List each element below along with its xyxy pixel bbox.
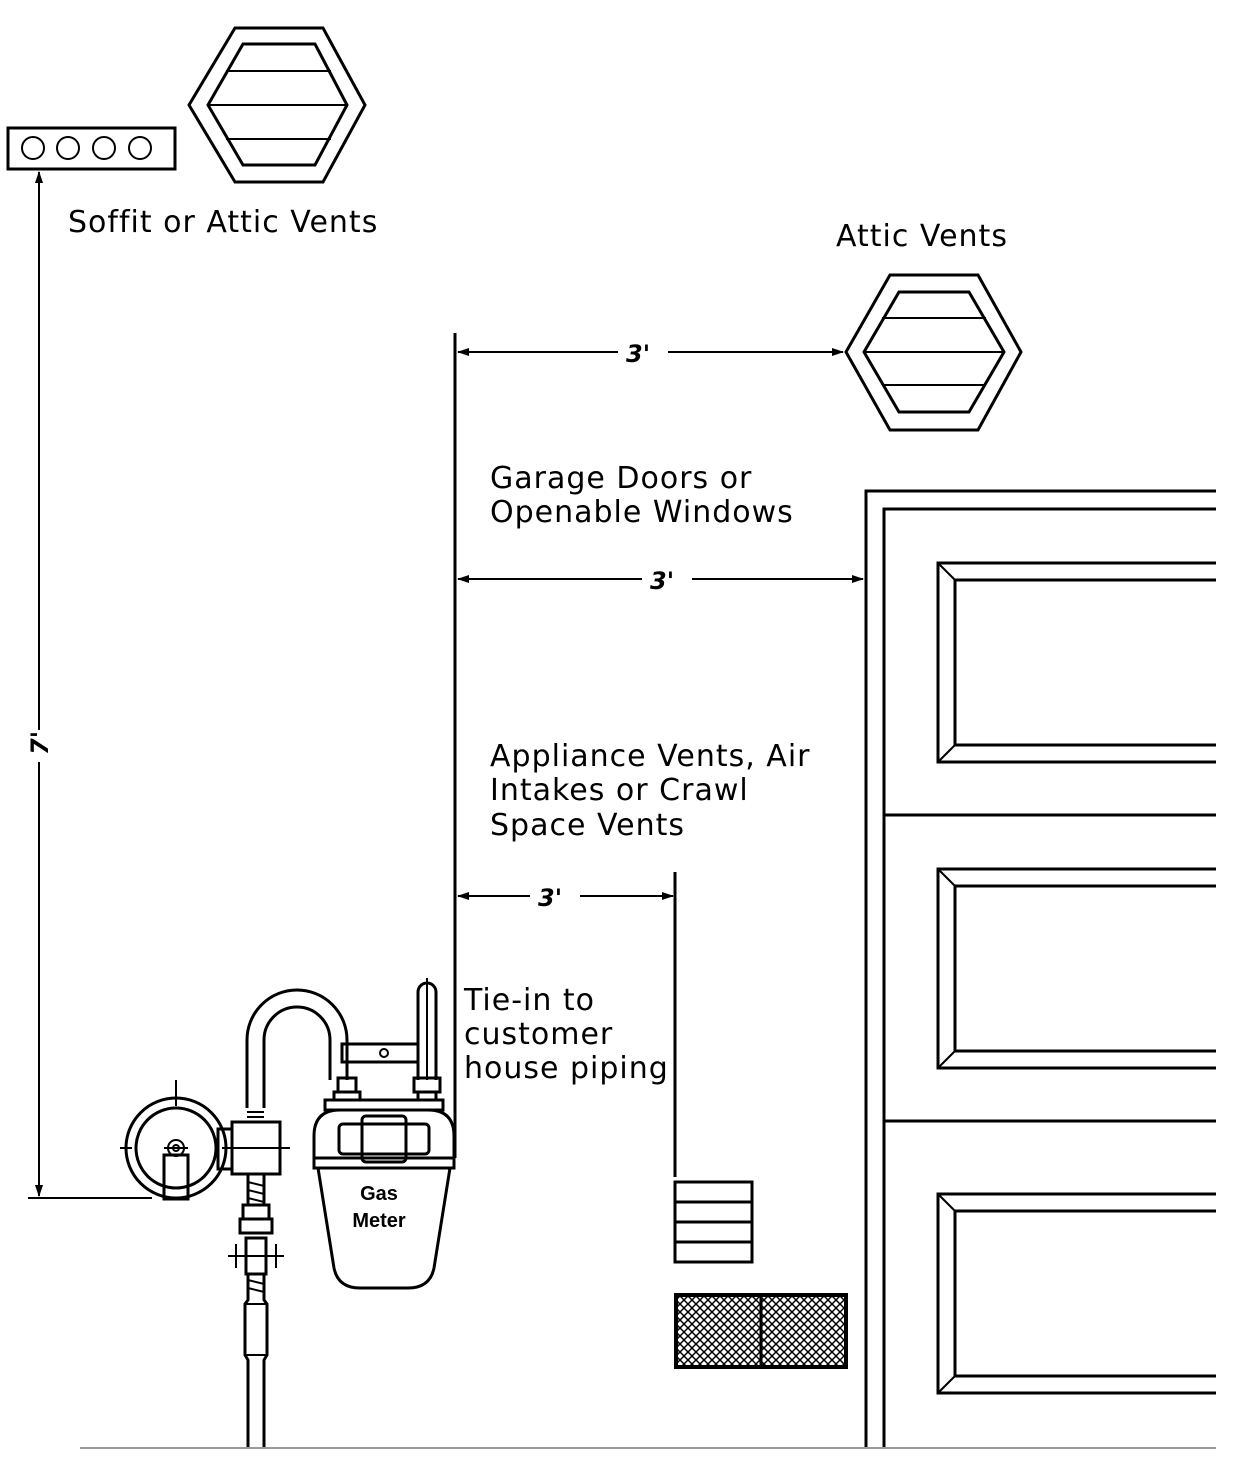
regulator-icon (120, 1080, 234, 1201)
garage-door-dimension-label: 3' (650, 567, 674, 595)
tie-in-label-line3: house piping (464, 1051, 669, 1086)
appliance-vents-label-line2: Intakes or Crawl (490, 773, 749, 808)
appliance-vent-dimension-label: 3' (538, 884, 562, 912)
tie-in-label-line1: Tie-in to (463, 983, 595, 1018)
soffit-vent-icon (6, 126, 177, 171)
garage-doors-label-line1: Garage Doors or (490, 461, 752, 496)
gas-meter-icon: Gas Meter (312, 1098, 456, 1290)
crawl-space-vent-icon (674, 1293, 848, 1369)
attic-vent-icon-upper (187, 26, 367, 184)
gas-meter-label-line2: Meter (352, 1210, 406, 1232)
appliance-vents-label-line3: Space Vents (490, 808, 685, 843)
meter-bracket-icon (332, 978, 442, 1102)
gas-piping-icon (222, 988, 349, 1448)
garage-door-icon (864, 489, 1216, 1448)
appliance-vents-label-line1: Appliance Vents, Air (490, 739, 810, 774)
attic-vent-dimension: 3' (457, 340, 844, 368)
vertical-clearance-label: 7' (26, 731, 54, 755)
garage-doors-label-line2: Openable Windows (490, 495, 794, 530)
vertical-clearance-dimension: 7' (26, 171, 152, 1199)
attic-vent-dimension-label: 3' (626, 340, 650, 368)
appliance-louver-vent-icon (673, 1180, 754, 1264)
attic-vents-label: Attic Vents (836, 219, 1008, 254)
attic-vent-icon-right (844, 273, 1023, 432)
appliance-vent-dimension: 3' (457, 872, 677, 1177)
garage-door-dimension: 3' (457, 567, 864, 595)
gas-meter-label-line1: Gas (360, 1183, 398, 1205)
tie-in-label-line2: customer (464, 1017, 613, 1052)
soffit-vents-label: Soffit or Attic Vents (68, 205, 378, 240)
